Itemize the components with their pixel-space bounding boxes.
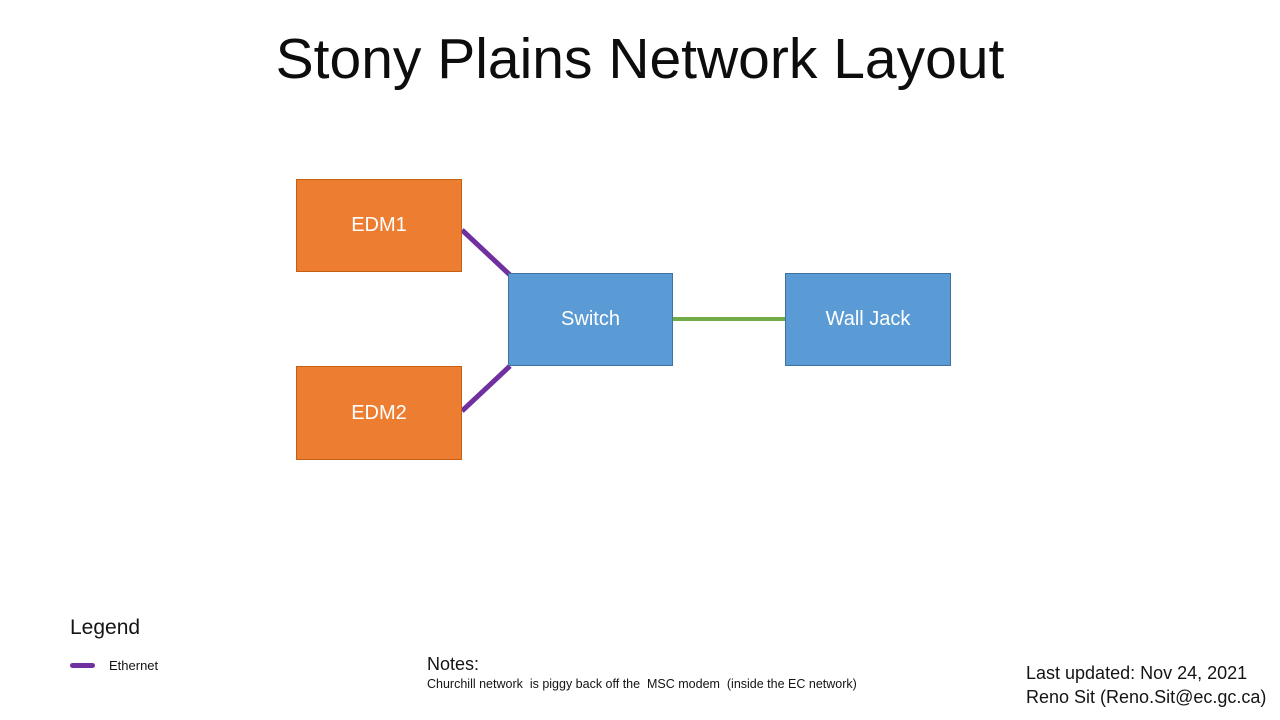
notes-heading: Notes:	[427, 654, 480, 674]
legend: Legend Ethernet	[70, 616, 158, 673]
ethernet-line-swatch	[70, 663, 95, 668]
page-title: Stony Plains Network Layout	[275, 27, 1005, 91]
edge-edm2-switch	[460, 364, 512, 413]
node-walljack-label: Wall Jack	[825, 308, 911, 330]
legend-item-ethernet: Ethernet	[70, 658, 158, 673]
notes-body: Churchill network is piggy back off the …	[427, 677, 857, 691]
last-updated-text: Last updated: Nov 24, 2021	[1026, 663, 1248, 683]
legend-heading: Legend	[70, 616, 141, 639]
node-edm2: EDM2	[296, 366, 462, 460]
node-switch-label: Switch	[561, 308, 620, 330]
node-switch: Switch	[508, 273, 673, 366]
footer: Last updated: Nov 24, 2021 Reno Sit (Ren…	[1026, 662, 1266, 710]
contact-text: Reno Sit (Reno.Sit@ec.gc.ca)	[1026, 686, 1267, 707]
edge-edm1-switch	[460, 228, 512, 277]
node-edm1: EDM1	[296, 179, 462, 272]
legend-item-label: Ethernet	[109, 658, 159, 673]
notes: Notes: Churchill network is piggy back o…	[427, 654, 947, 691]
node-edm2-label: EDM2	[351, 401, 407, 424]
node-edm1-label: EDM1	[351, 214, 407, 236]
node-walljack: Wall Jack	[785, 273, 951, 366]
